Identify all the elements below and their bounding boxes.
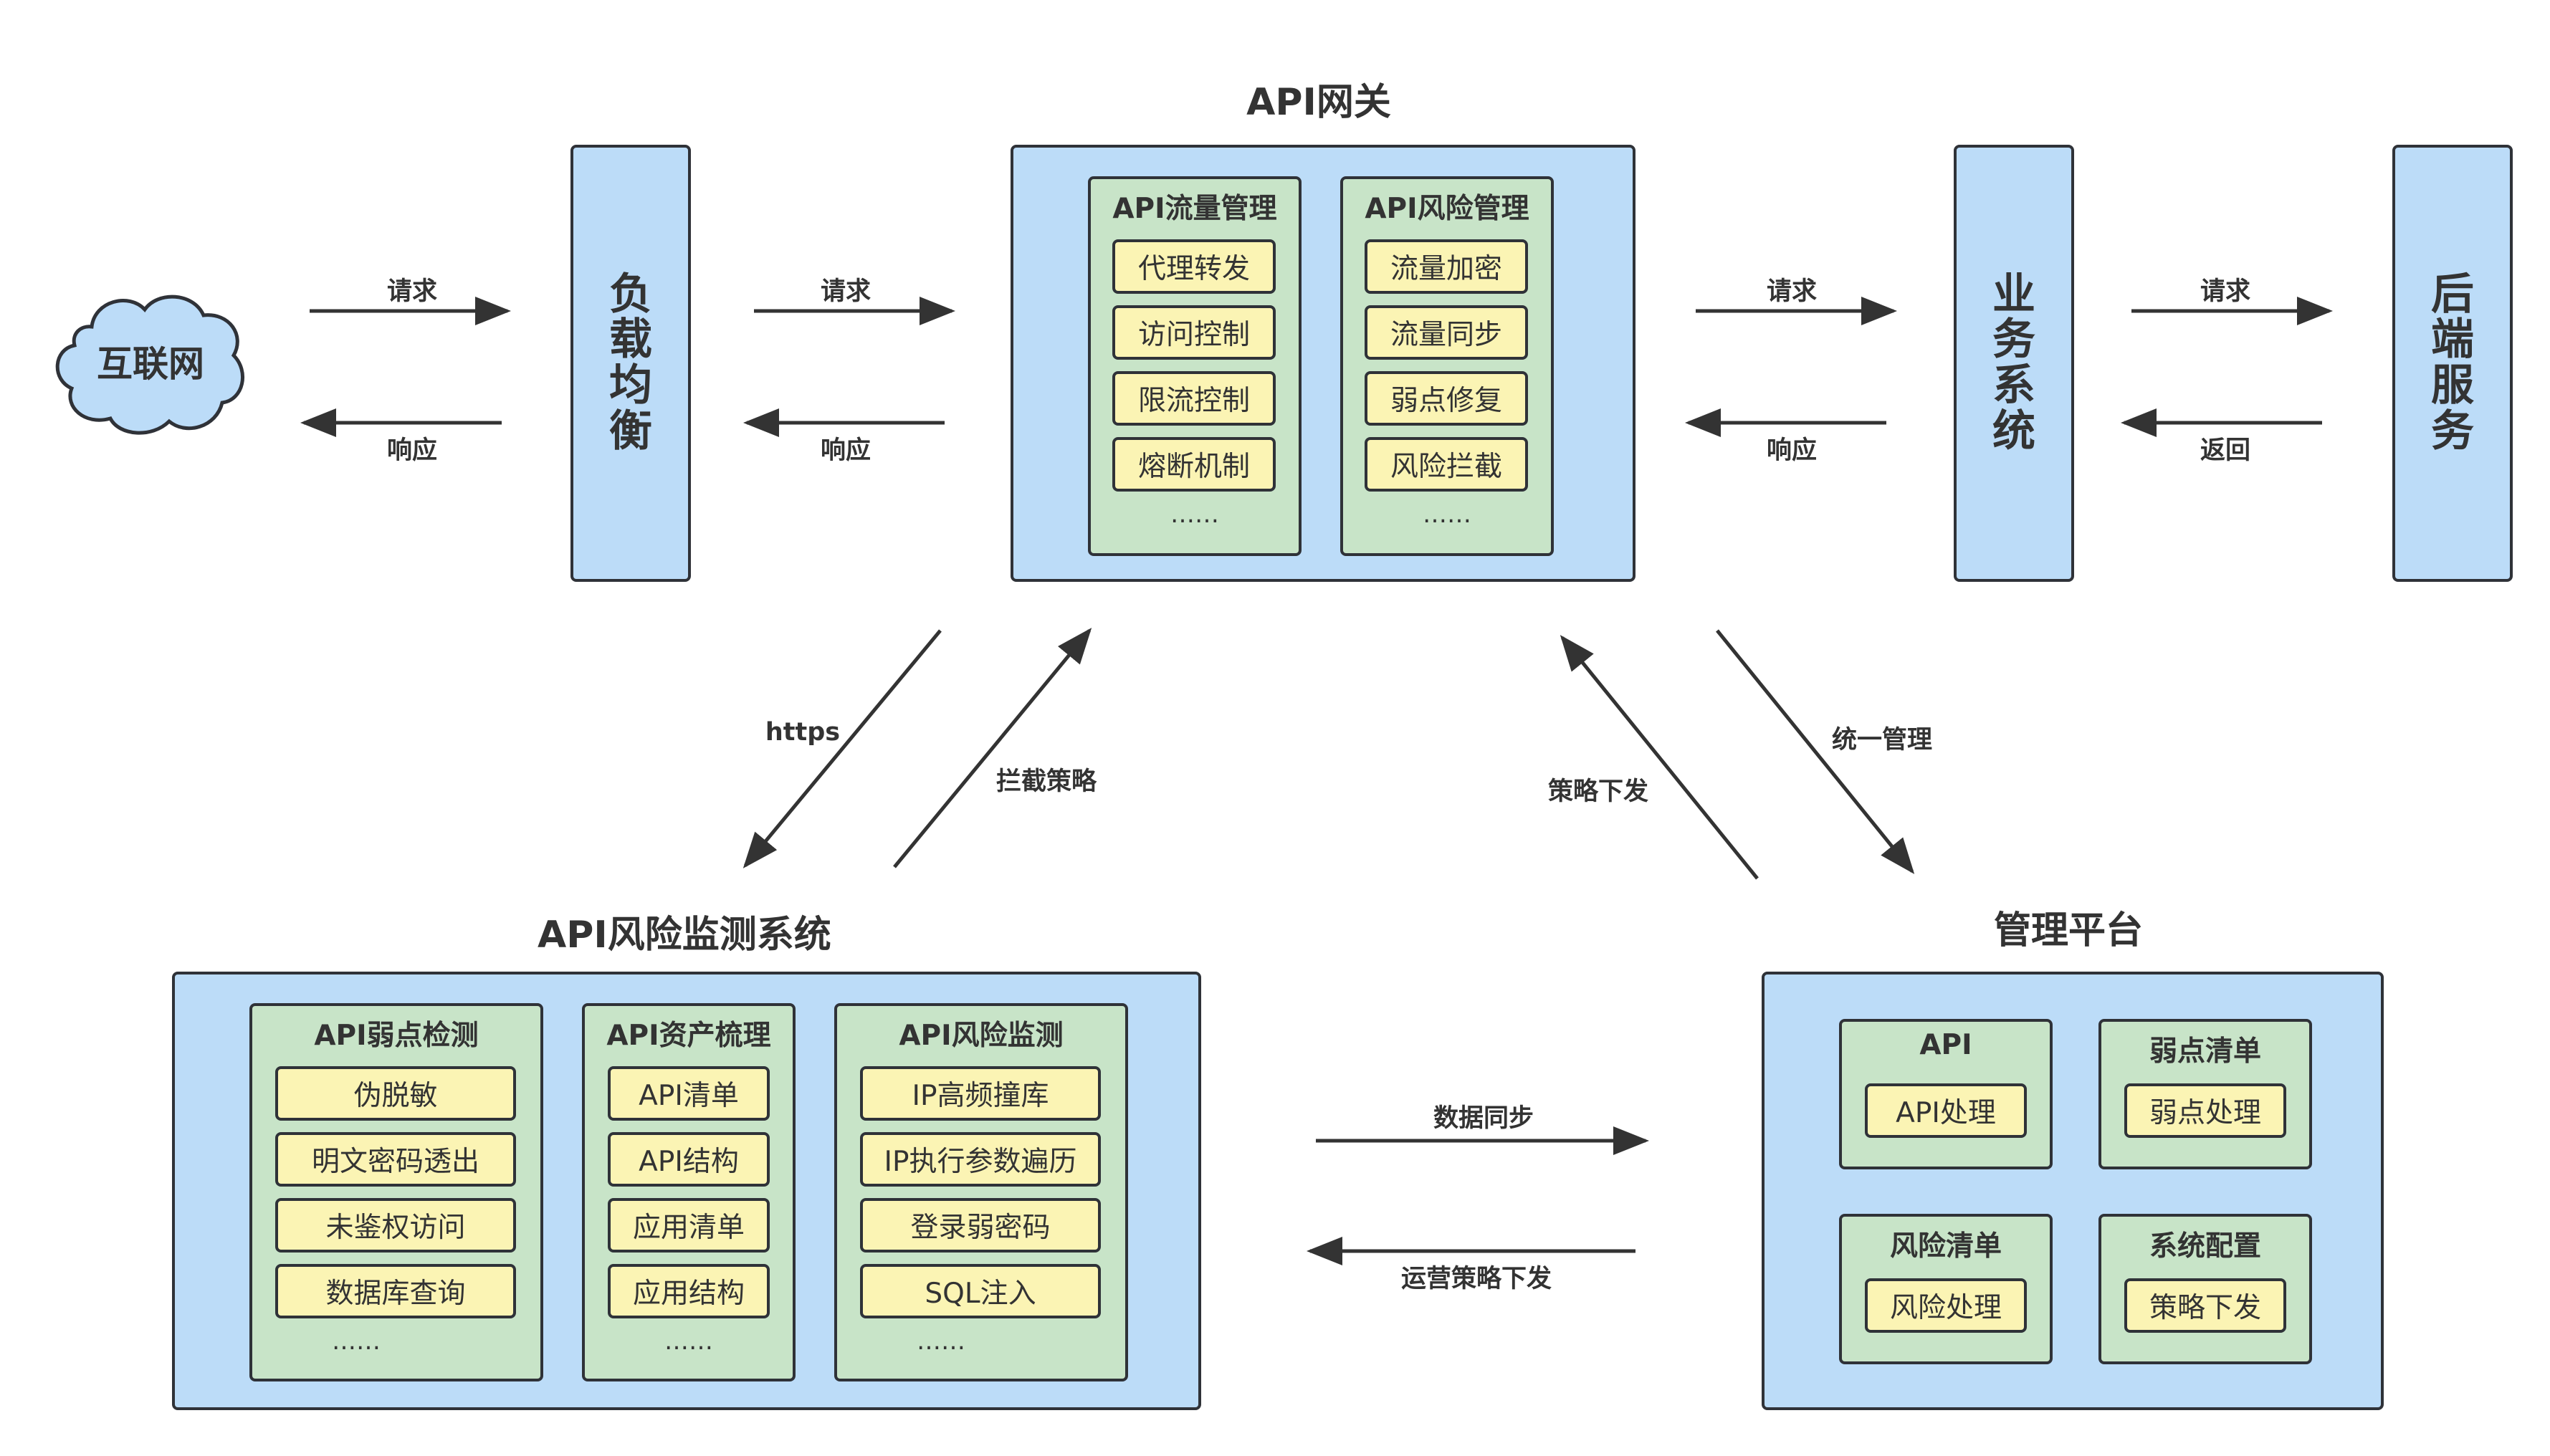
monitor-asset-item: API结构: [608, 1132, 770, 1187]
platform-api-title: API: [1919, 1029, 1972, 1061]
monitor-asset-title: API资产梳理: [606, 1020, 771, 1052]
gateway-traffic-item: 限流控制: [1112, 371, 1276, 426]
monitor-asset-item: API清单: [608, 1066, 770, 1121]
monitor-weak-more: ……: [332, 1327, 381, 1356]
label-https: https: [765, 718, 841, 747]
label-response-2: 响应: [820, 436, 871, 465]
load-balancer-char: 负: [609, 269, 652, 320]
load-balancer-char: 均: [609, 360, 652, 411]
monitor-weak-group: API弱点检测 伪脱敏 明文密码透出 未鉴权访问 数据库查询 ……: [249, 1003, 543, 1381]
platform-weak-item: 弱点处理: [2124, 1083, 2286, 1138]
monitor-asset-group: API资产梳理 API清单 API结构 应用清单 应用结构 ……: [582, 1003, 796, 1381]
monitor-weak-item: 伪脱敏: [275, 1066, 516, 1121]
monitor-asset-more: ……: [664, 1327, 713, 1356]
monitor-risk-item: IP执行参数遍历: [860, 1132, 1101, 1187]
platform-config-item: 策略下发: [2124, 1278, 2286, 1333]
backend-service-char: 端: [2431, 315, 2474, 365]
monitor-risk-title: API风险监测: [899, 1020, 1064, 1052]
arrow-unified: [1716, 629, 1915, 874]
business-system-char: 统: [1992, 406, 2035, 456]
label-request-1: 请求: [386, 277, 437, 306]
gateway-risk-item: 流量同步: [1365, 305, 1528, 360]
platform-title: 管理平台: [1993, 909, 2143, 952]
backend-service-char: 服: [2431, 360, 2474, 411]
label-policy-down: 策略下发: [1547, 777, 1648, 806]
platform-config-title: 系统配置: [2149, 1230, 2261, 1263]
label-ops-policy-down: 运营策略下发: [1400, 1265, 1552, 1293]
gateway-risk-title: API风险管理: [1365, 193, 1529, 225]
gateway-risk-item: 流量加密: [1365, 239, 1528, 294]
business-system-char: 系: [1992, 360, 2035, 411]
gateway-box: API流量管理 代理转发 访问控制 限流控制 熔断机制 …… API风险管理 流…: [1011, 145, 1635, 582]
gateway-risk-item: 风险拦截: [1365, 437, 1528, 492]
platform-api-item: API处理: [1865, 1083, 2027, 1138]
arrow-https: [742, 629, 942, 868]
label-return-4: 返回: [2200, 436, 2250, 465]
gateway-traffic-title: API流量管理: [1112, 193, 1277, 225]
gateway-title: API网关: [1246, 81, 1391, 124]
monitor-asset-item: 应用清单: [608, 1198, 770, 1253]
monitor-risk-item: IP高频撞库: [860, 1066, 1101, 1121]
internet-label: 互联网: [97, 343, 204, 385]
label-unified-management: 统一管理: [1831, 726, 1932, 755]
monitor-weak-item: 明文密码透出: [275, 1132, 516, 1187]
business-system-box: 业 务 系 统: [1954, 145, 2074, 582]
business-system-char: 业: [1992, 269, 2035, 320]
platform-risk-group: 风险清单 风险处理: [1839, 1214, 2053, 1364]
cloud-icon: [55, 294, 244, 435]
load-balancer-box: 负 载 均 衡: [570, 145, 691, 582]
gateway-traffic-item: 访问控制: [1112, 305, 1276, 360]
gateway-traffic-item: 代理转发: [1112, 239, 1276, 294]
platform-risk-title: 风险清单: [1889, 1230, 2002, 1263]
monitor-risk-item: SQL注入: [860, 1264, 1101, 1318]
monitor-weak-item: 数据库查询: [275, 1264, 516, 1318]
business-system-char: 务: [1992, 315, 2035, 365]
monitor-weak-item: 未鉴权访问: [275, 1198, 516, 1253]
label-response-3: 响应: [1766, 436, 1817, 465]
load-balancer-char: 载: [609, 315, 652, 365]
gateway-risk-more: ……: [1423, 500, 1471, 529]
platform-risk-item: 风险处理: [1865, 1278, 2027, 1333]
monitor-risk-more: ……: [917, 1327, 965, 1356]
backend-service-box: 后 端 服 务: [2392, 145, 2513, 582]
monitor-asset-item: 应用结构: [608, 1264, 770, 1318]
load-balancer-char: 衡: [609, 406, 652, 456]
gateway-traffic-item: 熔断机制: [1112, 437, 1276, 492]
gateway-risk-group: API风险管理 流量加密 流量同步 弱点修复 风险拦截 ……: [1340, 176, 1554, 556]
monitor-risk-group: API风险监测 IP高频撞库 IP执行参数遍历 登录弱密码 SQL注入 ……: [834, 1003, 1128, 1381]
platform-config-group: 系统配置 策略下发: [2098, 1214, 2312, 1364]
internet-cloud: 互联网: [50, 285, 251, 441]
monitor-weak-title: API弱点检测: [314, 1020, 479, 1052]
label-intercept-policy: 拦截策略: [995, 767, 1097, 796]
label-request-4: 请求: [2200, 277, 2250, 306]
platform-box: API API处理 弱点清单 弱点处理 风险清单 风险处理 系统配置 策略下发: [1762, 972, 2384, 1410]
monitor-title: API风险监测系统: [538, 914, 831, 957]
gateway-traffic-group: API流量管理 代理转发 访问控制 限流控制 熔断机制 ……: [1088, 176, 1302, 556]
arrow-policy-down: [1560, 635, 1759, 880]
label-response-1: 响应: [386, 436, 437, 465]
platform-weak-group: 弱点清单 弱点处理: [2098, 1019, 2312, 1169]
platform-api-group: API API处理: [1839, 1019, 2053, 1169]
gateway-traffic-more: ……: [1170, 500, 1219, 529]
backend-service-char: 务: [2431, 406, 2474, 456]
label-data-sync: 数据同步: [1433, 1104, 1534, 1133]
monitor-box: API弱点检测 伪脱敏 明文密码透出 未鉴权访问 数据库查询 …… API资产梳…: [172, 972, 1201, 1410]
backend-service-char: 后: [2431, 269, 2474, 320]
arrow-intercept: [893, 628, 1092, 868]
label-request-2: 请求: [820, 277, 871, 306]
gateway-risk-item: 弱点修复: [1365, 371, 1528, 426]
label-request-3: 请求: [1766, 277, 1817, 306]
monitor-risk-item: 登录弱密码: [860, 1198, 1101, 1253]
platform-weak-title: 弱点清单: [2149, 1035, 2261, 1068]
